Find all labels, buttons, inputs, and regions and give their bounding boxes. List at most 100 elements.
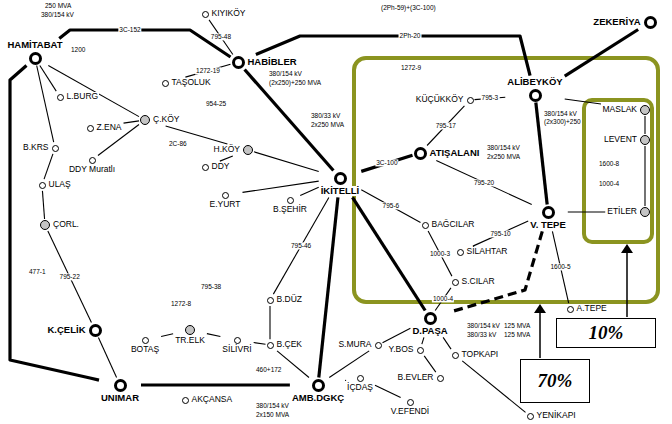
line-code: 1000-3: [429, 250, 451, 257]
substation: B.EVLER: [397, 373, 444, 383]
substation-symbol: [87, 125, 94, 132]
substation-symbol: [567, 306, 574, 313]
substation: ATIŞALANI: [414, 147, 481, 160]
line-code: 795-48: [210, 34, 232, 41]
transmission-line: [141, 383, 290, 386]
transmission-line: [220, 156, 233, 161]
callout-number: 70%: [537, 370, 574, 392]
transmission-line: [161, 334, 173, 337]
substation: BAĞCILAR: [422, 220, 476, 230]
map-label: 460+172: [255, 366, 283, 373]
substation-symbol: [142, 337, 149, 344]
substation-name: L.BURG: [66, 92, 100, 102]
substation-symbol: [182, 397, 189, 404]
transmission-line: [473, 221, 528, 246]
line-code: 3C-100: [375, 160, 398, 167]
transmission-line: [361, 190, 420, 223]
transmission-line: [462, 361, 525, 412]
region-outline: [354, 58, 658, 302]
substation: KÜÇÜKKÖY: [415, 95, 474, 105]
substation-name: B.ŞEHİR: [272, 205, 308, 215]
map-label: 380/154 kV: [255, 402, 290, 409]
transmission-line: [48, 66, 139, 117]
line-code: 795-22: [59, 273, 81, 280]
substation-symbol: [640, 105, 650, 115]
substation: DDY: [202, 162, 231, 172]
transmission-line: [319, 197, 338, 377]
substation: AMB.DGKÇ: [291, 379, 345, 404]
substation-symbol: [357, 375, 364, 382]
substation: ETİLER: [606, 207, 650, 217]
substation-symbol: [334, 172, 347, 185]
substation-symbol: [407, 399, 414, 406]
substation-name: B.EVLER: [397, 373, 435, 383]
transmission-line: [59, 30, 230, 57]
substation-symbol: [243, 145, 253, 155]
substation-name: MASLAK: [602, 105, 639, 115]
substation: V. TEPE: [529, 206, 567, 231]
transmission-line: [10, 66, 99, 381]
map-label: (2Ph-59)+(3C-100): [380, 4, 437, 11]
transmission-line: [443, 337, 451, 349]
transmission-line: [565, 30, 638, 77]
substation-name: TOPKAPI: [461, 350, 500, 360]
map-label: 380/154 kV: [486, 144, 521, 151]
map-label: 2x250 MVA: [486, 153, 521, 160]
substation: HAMİTABAT: [6, 40, 63, 65]
substation-symbol: [89, 157, 96, 164]
substation-name: İÇDAŞ: [346, 383, 374, 393]
transmission-line: [269, 306, 270, 339]
transmission-line: [37, 66, 54, 143]
substation: AKÇANSA: [182, 395, 234, 405]
substation-name: SİLİVRİ: [221, 345, 252, 355]
map-label: (2x300)+250: [543, 118, 582, 125]
callout-arrowhead: [621, 244, 633, 253]
substation-symbol: [422, 222, 429, 229]
substation-name: A.TEPE: [576, 304, 608, 314]
map-label: 380/33 kV: [466, 331, 497, 338]
substation-symbol: [202, 11, 209, 18]
substation-symbol: [424, 312, 437, 325]
substation-name: BAĞCILAR: [431, 220, 476, 230]
map-label: 477-1: [28, 268, 47, 275]
substation-name: B.ÇEK: [276, 340, 304, 350]
substation-name: BOTAŞ: [130, 345, 160, 355]
substation-symbol: [529, 89, 542, 102]
substation: TOPKAPI: [452, 350, 500, 360]
substation: B.ÇEK: [267, 340, 304, 350]
transmission-line: [254, 343, 266, 345]
transmission-line: [243, 181, 319, 192]
substation: S.CILAR: [452, 277, 496, 287]
substation: ALİBEYKÖY: [506, 77, 563, 102]
map-label: 2C-86: [168, 140, 188, 147]
transmission-line: [98, 338, 116, 378]
substation-symbol: [467, 97, 474, 104]
substation-name: Z.ENA: [96, 123, 123, 133]
substation-symbol: [232, 56, 245, 69]
transmission-line: [375, 385, 401, 397]
map-label: 380/154 kV: [466, 322, 501, 329]
line-code: 795-17: [435, 122, 457, 129]
substation-symbol: [375, 342, 382, 349]
substation: İKİTELLİ: [320, 172, 361, 197]
substation: Y.BOS: [388, 345, 424, 355]
transmission-line: [424, 356, 436, 372]
callout-arrow: [626, 252, 628, 317]
substation: A.TEPE: [567, 304, 608, 314]
substation-symbol: [185, 325, 195, 335]
substation: İÇDAŞ: [346, 375, 374, 393]
map-label: 250 MVA: [44, 2, 72, 9]
line-code: 795-3: [481, 95, 500, 102]
substation: K.ÇELİK: [47, 324, 102, 337]
substation: YENİKAPI: [527, 411, 577, 421]
substation-name: ALİBEYKÖY: [506, 77, 563, 88]
substation-name: AKÇANSA: [191, 395, 234, 405]
transmission-line: [345, 380, 346, 381]
substation-symbol: [457, 249, 464, 256]
map-label: 380/33 kV: [310, 112, 341, 119]
transmission-line: [207, 334, 220, 337]
substation: LEVENT: [603, 135, 650, 145]
substation-symbol: [52, 145, 59, 152]
substation-symbol: [644, 16, 657, 29]
substation: DDY Muratlı: [68, 157, 116, 175]
